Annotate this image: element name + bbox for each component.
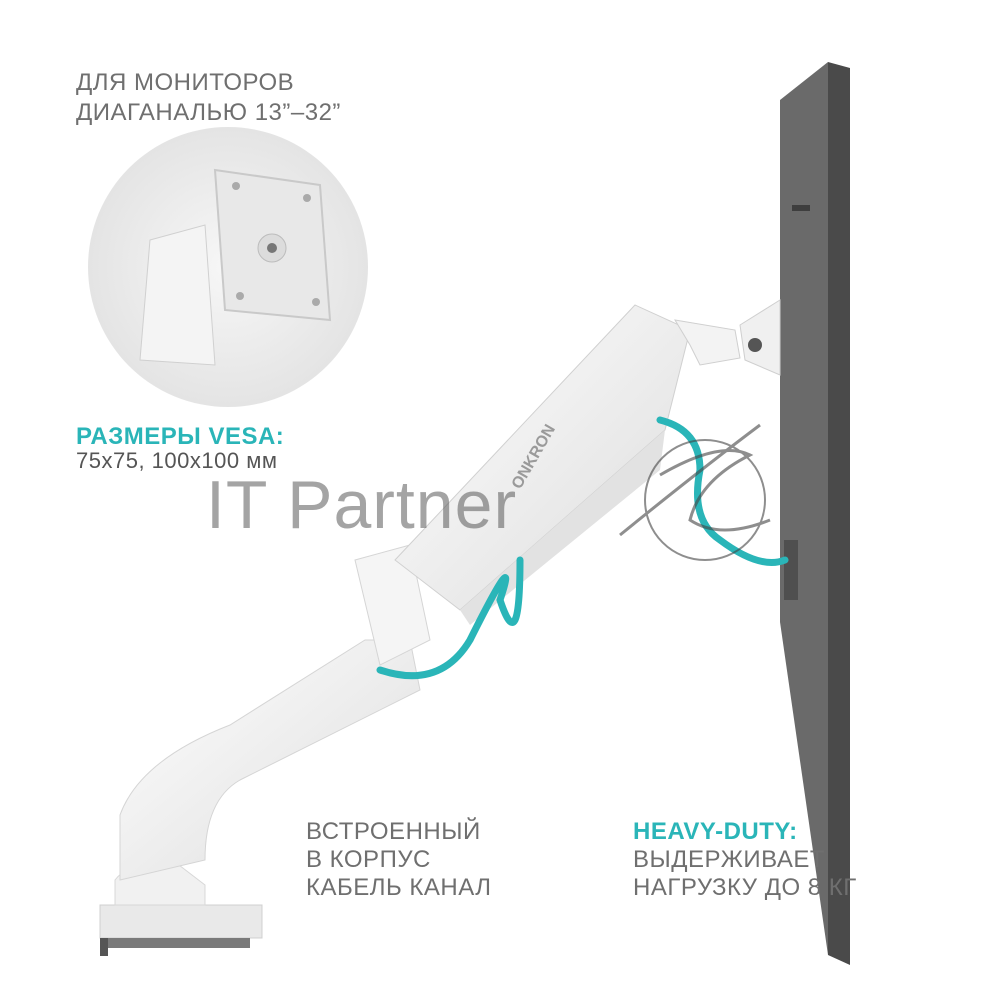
heavy-duty-line: ВЫДЕРЖИВАЕТ bbox=[633, 846, 826, 873]
monitor bbox=[780, 62, 850, 965]
cable-channel-line: В КОРПУС bbox=[306, 846, 431, 873]
upper-arm: ONKRON bbox=[394, 304, 691, 625]
compatibility-line: ДЛЯ МОНИТОРОВ bbox=[76, 69, 295, 96]
vesa-closeup bbox=[88, 127, 368, 407]
compatibility-line: ДИАГАНАЛЬЮ 13”–32” bbox=[76, 99, 341, 126]
cable-channel-line: ВСТРОЕННЫЙ bbox=[306, 818, 481, 845]
watermark-text: IT Partner bbox=[206, 467, 518, 543]
vesa-title: РАЗМЕРЫ VESA: bbox=[76, 423, 285, 450]
heavy-duty-text: ВЫДЕРЖИВАЕТ НАГРУЗКУ ДО 8 КГ bbox=[633, 846, 857, 902]
tilt-head bbox=[674, 299, 781, 376]
watermark-logo-icon bbox=[619, 423, 771, 561]
vesa-sizes: 75х75, 100х100 мм bbox=[76, 448, 278, 473]
cable bbox=[376, 416, 789, 680]
heavy-duty-line: НАГРУЗКУ ДО 8 КГ bbox=[633, 874, 857, 901]
lower-arm bbox=[119, 544, 431, 881]
cable-channel-line: КАБЕЛЬ КАНАЛ bbox=[306, 874, 492, 901]
vesa-plate-icon bbox=[213, 168, 332, 322]
compatibility-text: ДЛЯ МОНИТОРОВ ДИАГАНАЛЬЮ 13”–32” bbox=[76, 68, 341, 128]
heavy-duty-title: HEAVY-DUTY: bbox=[633, 818, 798, 845]
cable-channel-text: ВСТРОЕННЫЙ В КОРПУС КАБЕЛЬ КАНАЛ bbox=[306, 818, 492, 902]
